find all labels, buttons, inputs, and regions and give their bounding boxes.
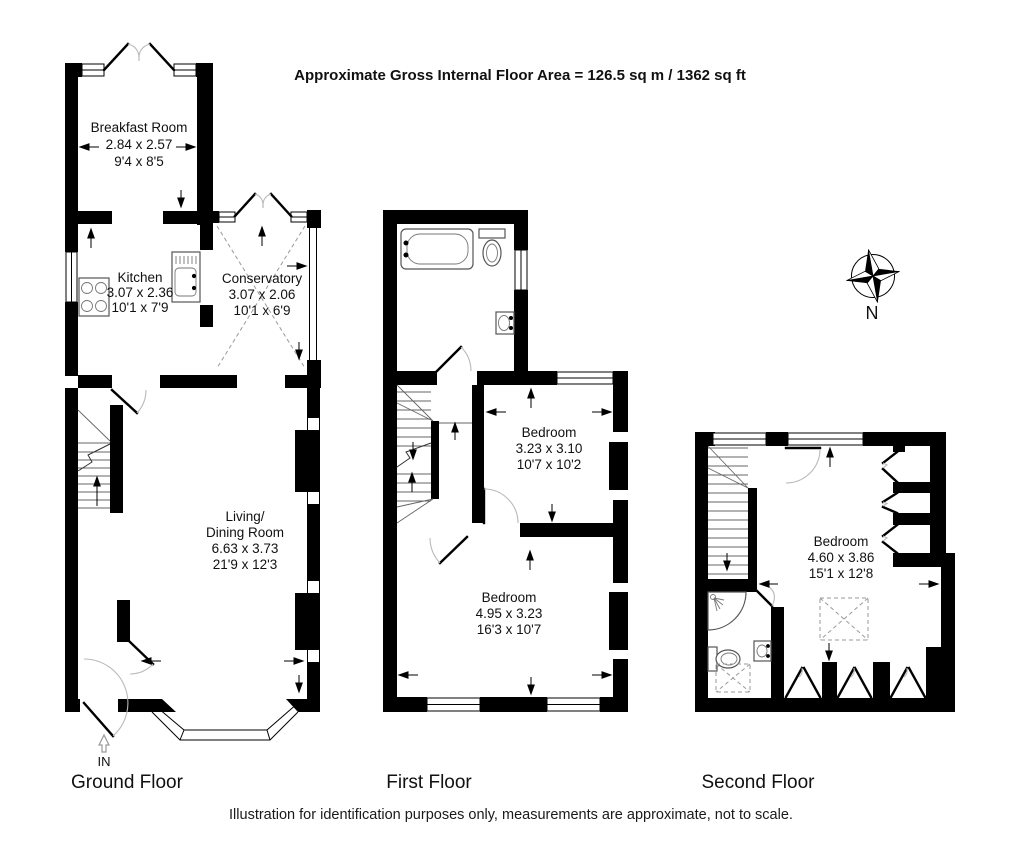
eaves-storage-doors (784, 450, 927, 699)
room-label-bedroom-name: Bedroom (814, 534, 869, 549)
room-label-kitchen-name: Kitchen (117, 270, 162, 285)
sink-bowl (174, 267, 197, 297)
roof-light-outlines (715, 597, 869, 693)
first-floor-room-labels: Bedroom 3.23 x 3.10 10'7 x 10'2 Bedroom … (476, 425, 583, 637)
second-floor-windows (712, 432, 864, 446)
compass-rose: N (846, 249, 900, 323)
room-label-bedroom-rear-name: Bedroom (522, 425, 577, 440)
toilet-bowl (482, 239, 502, 267)
hob-ring (95, 300, 107, 312)
first-floor-walls (383, 210, 628, 712)
first-floor-plan: Bedroom 3.23 x 3.10 10'7 x 10'2 Bedroom … (383, 210, 628, 793)
room-label-living-imperial: 21'9 x 12'3 (213, 557, 277, 572)
kitchen-fixtures (78, 251, 201, 317)
ground-floor-windows (65, 63, 317, 741)
hob-ring (81, 282, 93, 294)
room-label-conservatory-name: Conservatory (222, 271, 303, 286)
room-label-bedroom-metric: 4.60 x 3.86 (808, 550, 875, 565)
entrance-marker: IN (98, 733, 111, 769)
room-label-breakfast-name: Breakfast Room (91, 120, 188, 135)
bathroom-fixtures (400, 228, 515, 335)
first-floor-label: First Floor (386, 772, 472, 793)
floor-area-title: Approximate Gross Internal Floor Area = … (294, 67, 746, 84)
room-label-bedroom-rear-metric: 3.23 x 3.10 (516, 441, 583, 456)
chimney-breast (609, 592, 628, 650)
room-label-living-name-1: Living/ (225, 509, 264, 524)
first-floor-windows (426, 249, 614, 712)
ground-floor-plan: Breakfast Room 2.84 x 2.57 9'4 x 8'5 Kit… (65, 42, 321, 793)
compass-star-icon (846, 249, 900, 303)
hob-ring (95, 282, 107, 294)
room-label-conservatory-metric: 3.07 x 2.06 (229, 287, 296, 302)
toilet-cistern (478, 228, 506, 239)
room-label-living-name-2: Dining Room (206, 525, 284, 540)
entrance-label: IN (98, 754, 111, 769)
second-floor-dimension-arrows (723, 446, 940, 662)
stairs-down-arrow (723, 553, 731, 572)
chimney-breast (609, 442, 628, 490)
room-label-living-metric: 6.63 x 3.73 (212, 541, 279, 556)
room-label-breakfast-metric: 2.84 x 2.57 (106, 137, 173, 152)
ground-floor-dimension-arrows (78, 143, 308, 694)
ground-floor-walls (65, 63, 321, 712)
second-floor-room-labels: Bedroom 4.60 x 3.86 15'1 x 12'8 (808, 534, 875, 581)
corner-shower (707, 591, 747, 631)
room-label-conservatory-imperial: 10'1 x 6'9 (234, 303, 291, 318)
room-label-bedroom-rear-imperial: 10'7 x 10'2 (517, 457, 581, 472)
hob-ring (81, 300, 93, 312)
compass-north-label: N (866, 303, 879, 323)
stairs-up-arrow (408, 471, 416, 492)
room-label-bedroom-front-metric: 4.95 x 3.23 (476, 606, 543, 621)
room-label-bedroom-imperial: 15'1 x 12'8 (809, 566, 873, 581)
stairs-down-arrow (409, 442, 417, 461)
ground-floor-room-labels: Breakfast Room 2.84 x 2.57 9'4 x 8'5 Kit… (91, 120, 303, 572)
room-label-kitchen-metric: 3.07 x 2.36 (107, 285, 174, 300)
room-label-bedroom-front-name: Bedroom (482, 590, 537, 605)
chimney-breast (295, 430, 320, 492)
room-label-kitchen-imperial: 10'1 x 7'9 (112, 300, 169, 315)
chimney-breast (295, 593, 320, 650)
first-floor-doors (429, 345, 519, 565)
entrance-arrow-icon (98, 733, 110, 753)
second-floor-label: Second Floor (701, 772, 815, 793)
bath-tub (400, 228, 474, 270)
room-label-breakfast-imperial: 9'4 x 8'5 (114, 154, 163, 169)
room-label-bedroom-front-imperial: 16'3 x 10'7 (477, 622, 541, 637)
disclaimer-text: Illustration for identification purposes… (229, 807, 793, 823)
second-floor-plan: Bedroom 4.60 x 3.86 15'1 x 12'8 Second F… (695, 432, 955, 793)
first-floor-stairs (396, 384, 472, 524)
stairs-up-arrow (93, 475, 101, 506)
bay-window (151, 702, 299, 741)
second-floor-walls (695, 432, 955, 712)
ground-floor-doors (82, 42, 293, 738)
hob-unit (78, 277, 110, 317)
first-floor-dimension-arrows (397, 387, 613, 696)
ground-floor-label: Ground Floor (71, 772, 184, 793)
